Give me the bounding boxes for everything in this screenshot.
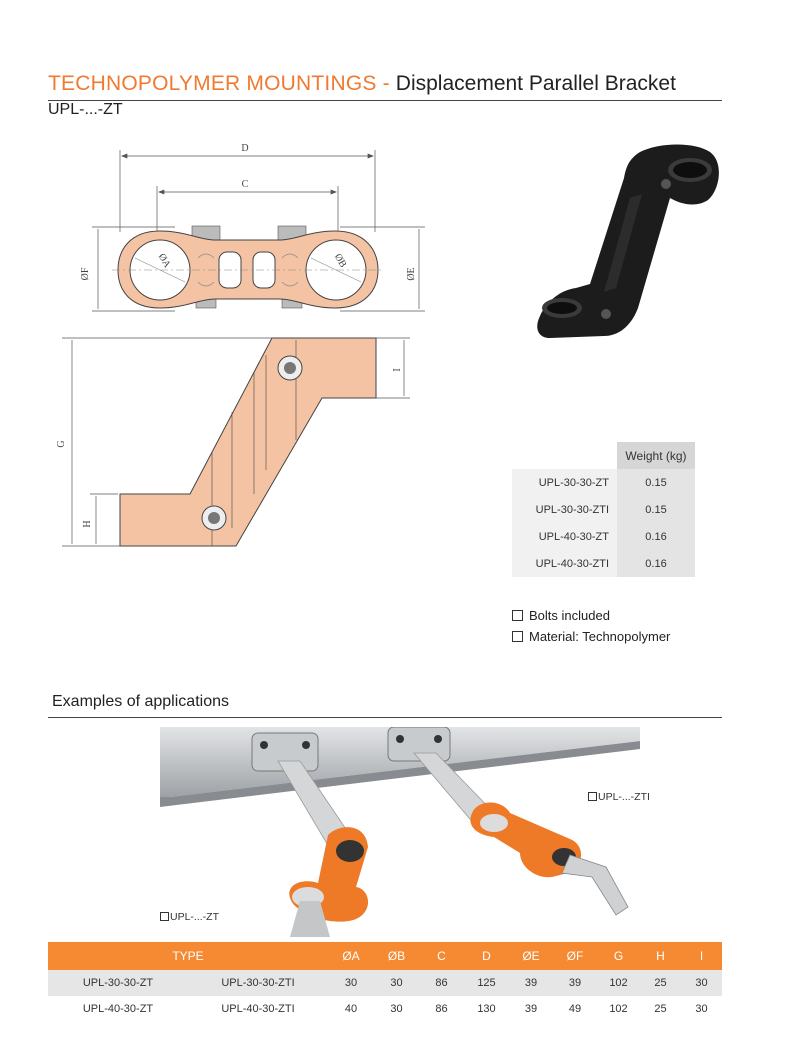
col-g: G (597, 942, 640, 970)
note-item: Bolts included (512, 608, 610, 623)
spec-table: TYPE ØA ØB C D ØE ØF G H I UPL-30-30-ZT … (48, 942, 722, 1022)
col-e: ØE (509, 942, 553, 970)
application-photo (160, 727, 640, 937)
dim-c-label: C (242, 179, 249, 190)
table-row: UPL-30-30-ZTI 0.15 (512, 496, 695, 523)
dim-e-label: ØE (406, 267, 417, 280)
col-h: H (640, 942, 681, 970)
applications-title: Examples of applications (52, 693, 229, 710)
title-main: TECHNOPOLYMER MOUNTINGS - (48, 72, 390, 95)
col-d: D (464, 942, 509, 970)
dim-d-label: D (241, 143, 248, 154)
note-item: Material: Technopolymer (512, 629, 670, 644)
top-view (112, 225, 384, 309)
table-row: UPL-30-30-ZT UPL-30-30-ZTI 30 30 86 125 … (48, 970, 722, 996)
table-row: UPL-40-30-ZT 0.16 (512, 523, 695, 550)
title-sub: Displacement Parallel Bracket (395, 72, 676, 95)
checkbox-icon (512, 610, 523, 621)
table-row: UPL-30-30-ZT 0.15 (512, 469, 695, 496)
dim-h-label: H (82, 520, 93, 527)
spec-header-row: TYPE ØA ØB C D ØE ØF G H I (48, 942, 722, 970)
weight-table: Weight (kg) UPL-30-30-ZT 0.15 UPL-30-30-… (512, 442, 695, 577)
technical-drawing: D C ØF ØA ØB ØE G H I (56, 143, 425, 547)
page-title: TECHNOPOLYMER MOUNTINGS -Displacement Pa… (48, 72, 676, 96)
dim-f-label: ØF (80, 267, 91, 280)
section-divider (48, 717, 722, 718)
product-image (537, 144, 719, 338)
dim-g-label: G (56, 440, 67, 447)
dim-i-label: I (392, 368, 403, 371)
col-i: I (681, 942, 722, 970)
col-a: ØA (328, 942, 374, 970)
col-f: ØF (553, 942, 597, 970)
checkbox-icon (588, 792, 597, 801)
checkbox-icon (160, 912, 169, 921)
table-row: UPL-40-30-ZT UPL-40-30-ZTI 40 30 86 130 … (48, 996, 722, 1022)
col-c: C (419, 942, 464, 970)
side-view (119, 337, 377, 547)
col-b: ØB (374, 942, 419, 970)
checkbox-icon (512, 631, 523, 642)
weight-header: Weight (kg) (617, 442, 695, 469)
col-type: TYPE (48, 942, 328, 970)
table-row: UPL-40-30-ZTI 0.16 (512, 550, 695, 577)
title-divider (48, 100, 722, 101)
callout-zti: UPL-...-ZTI (588, 791, 650, 803)
callout-zt: UPL-...-ZT (160, 911, 219, 923)
product-code: UPL-...-ZT (48, 101, 123, 118)
